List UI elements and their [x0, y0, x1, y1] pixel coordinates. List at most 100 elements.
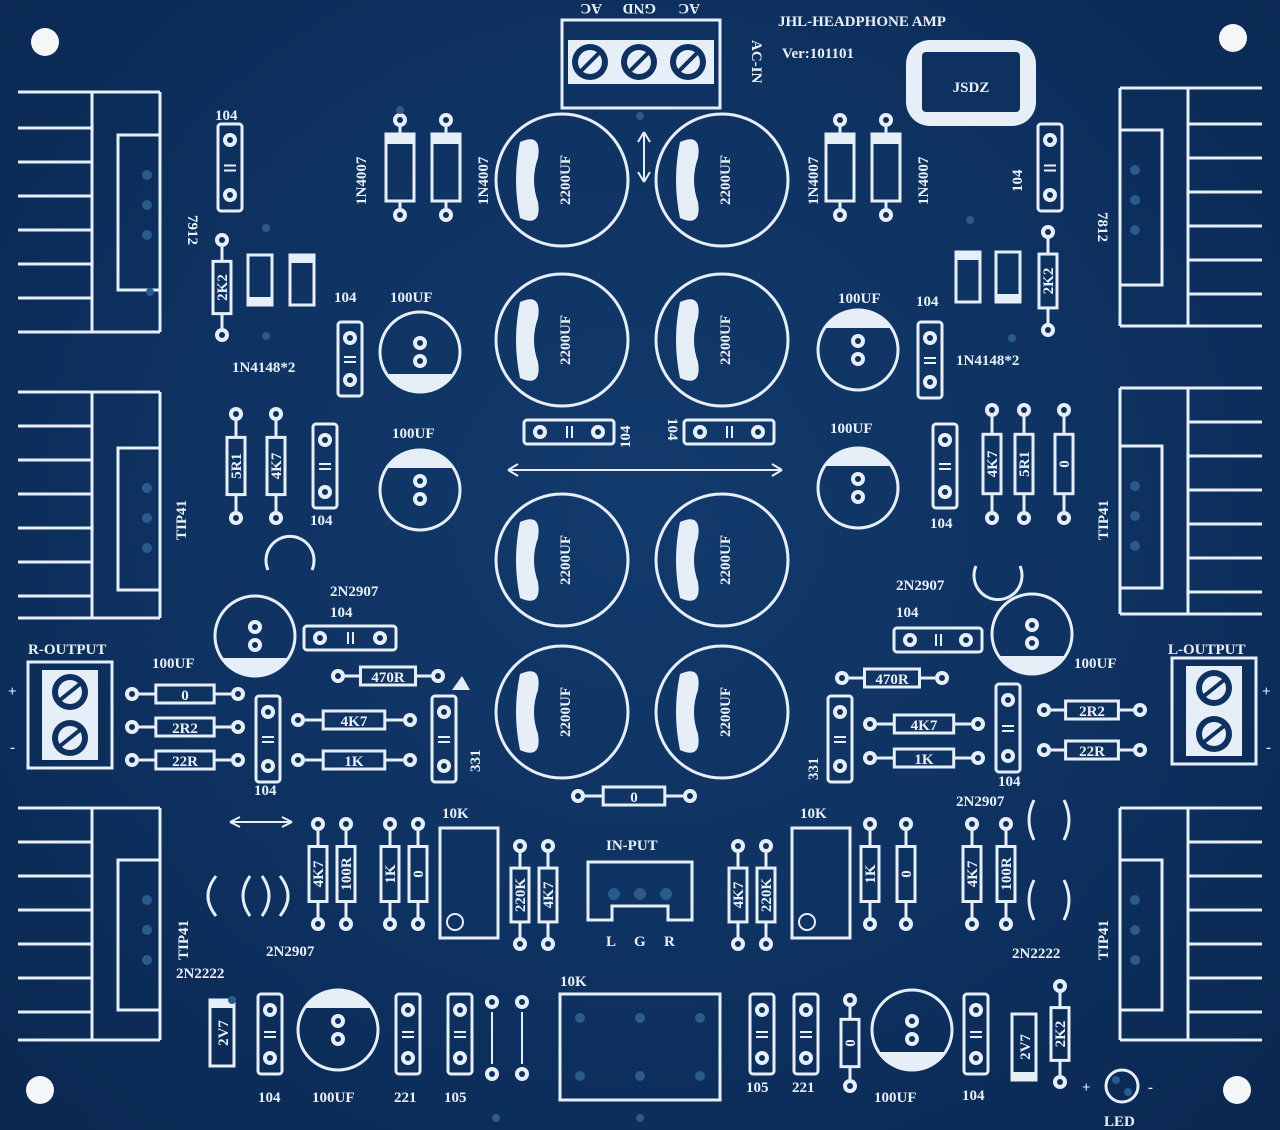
- resistor-body: [961, 845, 983, 903]
- pad-hole: [235, 691, 241, 697]
- resistor-body: [863, 667, 921, 689]
- pad-hole: [1047, 137, 1053, 143]
- pad-hole: [989, 407, 995, 413]
- resistor-value: 0: [1057, 460, 1073, 468]
- pad-hole: [417, 340, 423, 346]
- resistor-value: 4K7: [911, 718, 938, 734]
- pad-hole: [837, 117, 843, 123]
- pad-hole: [335, 1036, 341, 1042]
- ceramic-cap: [892, 626, 984, 654]
- cap-2200uf-label: 2200UF: [718, 315, 734, 365]
- ceramic-cap: [446, 992, 474, 1076]
- resistor-body: [601, 785, 667, 807]
- pad-hole: [595, 429, 601, 435]
- pad-hole: [1057, 1079, 1063, 1085]
- part-label: 104: [618, 425, 634, 448]
- pad-hole: [265, 709, 271, 715]
- l-output-minus: -: [1266, 740, 1271, 756]
- pad-hole: [759, 1007, 765, 1013]
- resistor-value: 4K7: [269, 452, 285, 479]
- jsdz-logo: JSDZ: [906, 40, 1036, 126]
- resistor-value: 2R2: [172, 721, 198, 737]
- pad-hole: [867, 755, 873, 761]
- via: [396, 106, 404, 114]
- part-label: 104: [930, 516, 953, 532]
- pad-hole: [855, 494, 861, 500]
- cap-2200uf-label: 2200UF: [718, 155, 734, 205]
- part-label: 7912: [184, 215, 200, 245]
- pad-hole: [417, 478, 423, 484]
- part-label: 1N4007: [354, 156, 370, 205]
- r-output-terminal: [26, 660, 114, 770]
- pad-hole: [1057, 983, 1063, 989]
- transistor-outline: [206, 875, 218, 917]
- pad-hole: [903, 821, 909, 827]
- cap-polarity-mark: [516, 299, 539, 381]
- pad-hole: [803, 1007, 809, 1013]
- resistor-body: [321, 749, 387, 771]
- resistor-value: 4K7: [731, 881, 747, 908]
- pad-hole: [1047, 192, 1053, 198]
- pad-hole: [927, 379, 933, 385]
- cap-polarity-mark: [676, 299, 699, 381]
- pad-hole: [975, 721, 981, 727]
- cap-2200uf-label: 2200UF: [718, 535, 734, 585]
- part-label: 1N4007: [916, 156, 932, 205]
- ceramic-cap: [302, 624, 398, 652]
- resistor-value: 0: [181, 688, 189, 704]
- ceramic-cap: [256, 992, 284, 1076]
- pad-hole: [315, 821, 321, 827]
- pad-hole: [969, 821, 975, 827]
- cap-polarity-mark: [386, 449, 454, 468]
- pad-hole: [397, 117, 403, 123]
- pad-hole: [129, 724, 135, 730]
- transistor-to92: [264, 534, 316, 571]
- pad-hole: [759, 1055, 765, 1061]
- trimmer-right: [790, 826, 852, 940]
- resistor-body: [1037, 252, 1059, 310]
- resistor-body: [892, 747, 956, 769]
- resistor-body: [1064, 699, 1120, 721]
- ac-pin-2-label: GND: [623, 0, 657, 16]
- part-label: 2N2907: [266, 944, 315, 960]
- resistor-body: [1053, 432, 1075, 496]
- pad-hole: [1029, 640, 1035, 646]
- pad-hole: [267, 1007, 273, 1013]
- heatsink-right-top: [1118, 86, 1262, 328]
- ceramic-cap: [931, 422, 959, 510]
- part-label: 105: [746, 1080, 769, 1096]
- resistor-value: 1K: [914, 752, 934, 768]
- pad-hole: [909, 1018, 915, 1024]
- pad-hole: [227, 192, 233, 198]
- pad-hole: [903, 921, 909, 927]
- ceramic-cap: [522, 418, 616, 446]
- resistor-body: [859, 845, 881, 903]
- cap-polarity-mark: [221, 658, 289, 677]
- via: [262, 332, 270, 340]
- resistor-value: 4K7: [541, 881, 557, 908]
- resistor-body: [379, 845, 401, 903]
- transistor-outline: [278, 875, 290, 917]
- r-output-plus: +: [8, 684, 17, 700]
- pad-hole: [233, 411, 239, 417]
- cap-polarity-mark: [304, 989, 372, 1008]
- ceramic-cap: [1036, 122, 1064, 213]
- pad-hole: [867, 721, 873, 727]
- led-minus: -: [1148, 1080, 1153, 1096]
- pad-hole: [1005, 697, 1011, 703]
- part-label: 221: [792, 1080, 815, 1096]
- resistor-value: 0: [630, 790, 638, 806]
- part-label: TIP41: [174, 500, 190, 540]
- resistor-body: [321, 709, 387, 731]
- pad-hole: [545, 843, 551, 849]
- diode-band: [432, 134, 460, 144]
- ceramic-cap: [962, 992, 990, 1076]
- resistor-body: [154, 683, 216, 705]
- pad-hole: [317, 635, 323, 641]
- led-plus: +: [1082, 1080, 1091, 1096]
- part-label: 104: [215, 108, 238, 124]
- pad-hole: [252, 642, 258, 648]
- pad-hole: [1041, 707, 1047, 713]
- pad-hole: [343, 821, 349, 827]
- pad-hole: [377, 635, 383, 641]
